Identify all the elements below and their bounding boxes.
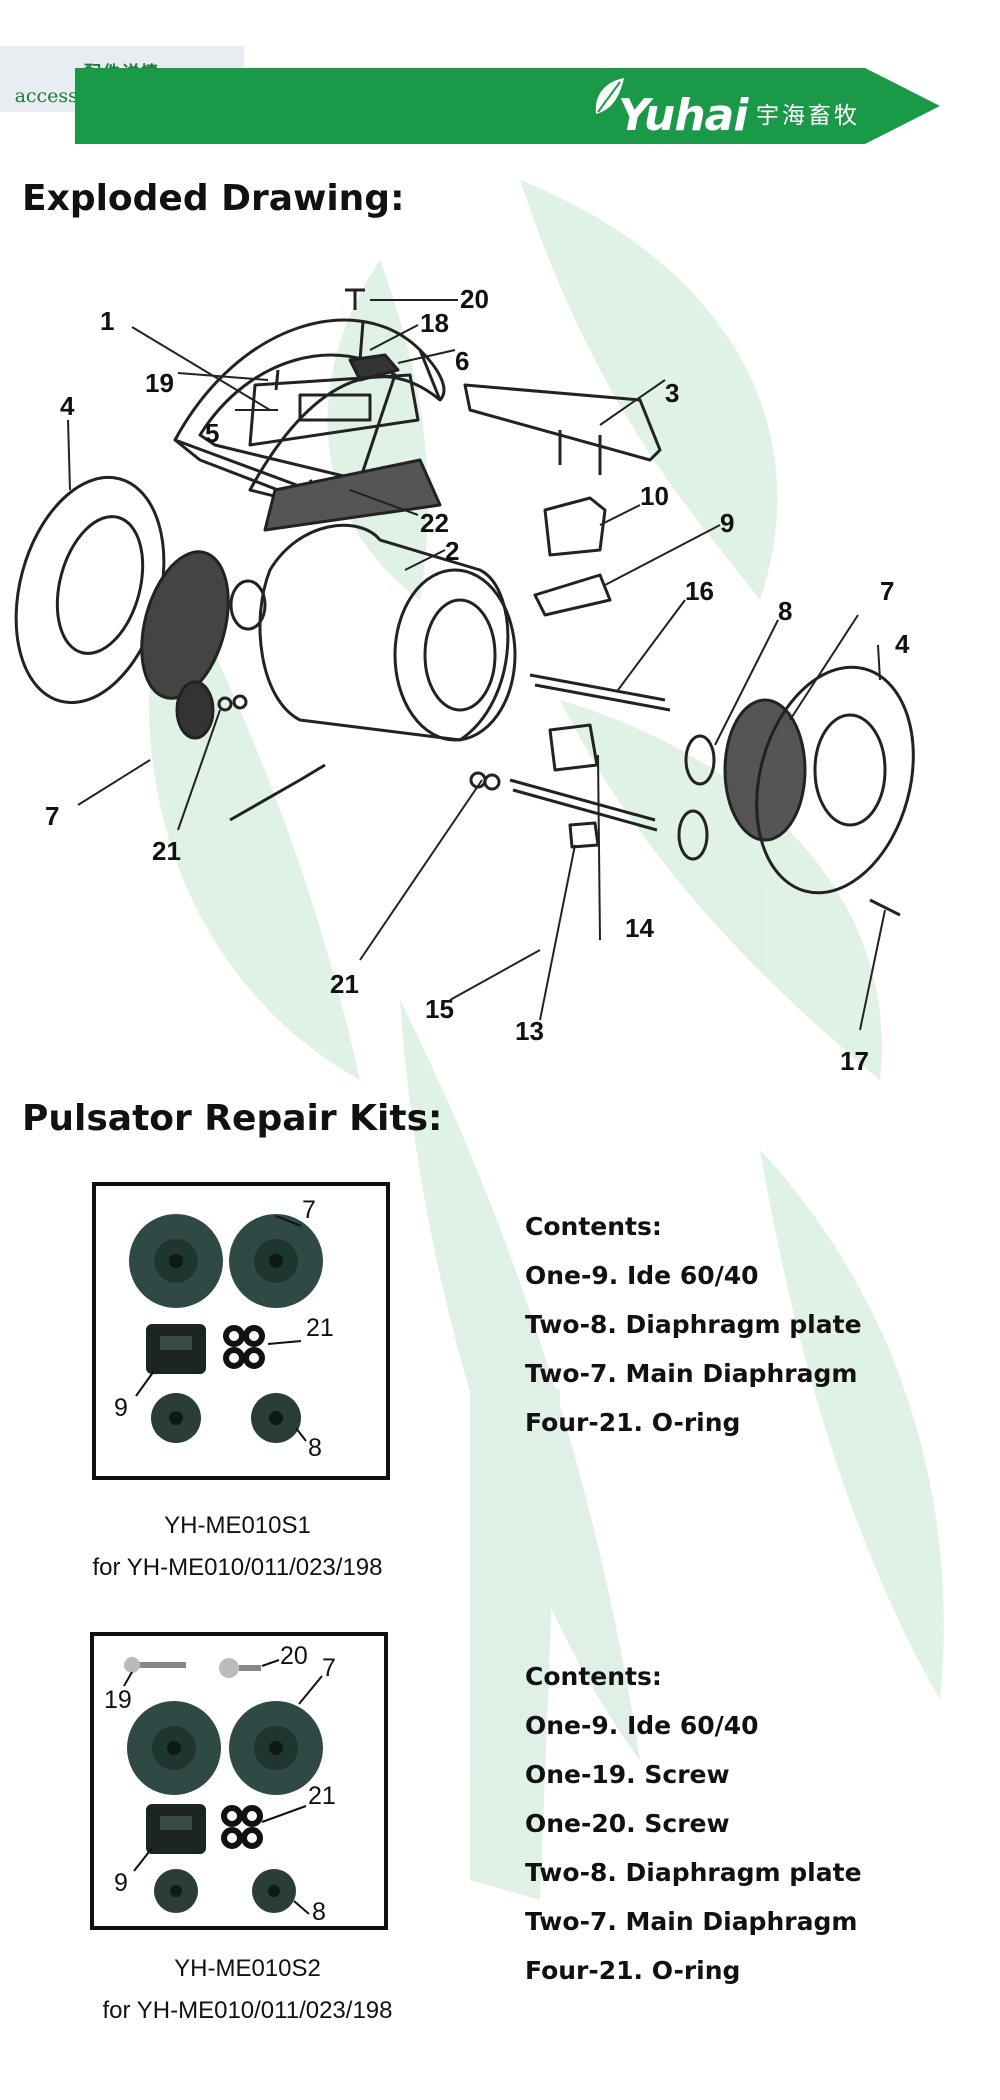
kit2-photo: 20 7 19 21 9 8 (90, 1632, 388, 1930)
kit2-callout-9: 9 (114, 1869, 128, 1897)
kit2-contents-item: Four-21. O-ring (525, 1956, 741, 1985)
kit1-contents-item: Four-21. O-ring (525, 1408, 741, 1437)
kit1-contents-item: Two-7. Main Diaphragm (525, 1359, 858, 1388)
kit2-contents: Contents: One-9. Ide 60/40 One-19. Screw… (525, 1652, 862, 1995)
kit2-model: YH-ME010S2 (174, 1955, 321, 1982)
kit1-callout-8: 8 (308, 1434, 322, 1462)
kit2-contents-item: One-19. Screw (525, 1760, 730, 1789)
callout-21-right: 21 (330, 969, 359, 999)
kit1-contents-title: Contents: (525, 1212, 662, 1241)
kit2-callout-8: 8 (312, 1898, 326, 1926)
kit1-callout-21: 21 (306, 1314, 334, 1342)
exploded-drawing: 1 20 18 6 19 3 4 5 22 10 9 2 7 16 8 7 4 … (14, 284, 915, 1076)
callout-9: 9 (720, 508, 734, 538)
callout-10: 10 (640, 481, 669, 511)
kit1-contents-item: Two-8. Diaphragm plate (525, 1310, 862, 1339)
kit2-callout-19: 19 (104, 1686, 132, 1714)
kit1-callout-7: 7 (302, 1196, 316, 1224)
callout-7-left: 7 (45, 801, 59, 831)
callout-13: 13 (515, 1016, 544, 1046)
callout-17: 17 (840, 1046, 869, 1076)
callout-20: 20 (460, 284, 489, 314)
kit1-caption: YH-ME010S1 for YH-ME010/011/023/198 (50, 1505, 425, 1589)
callout-16: 16 (685, 576, 714, 606)
callout-2: 2 (445, 536, 459, 566)
callout-4-left: 4 (60, 391, 75, 421)
callout-6: 6 (455, 346, 469, 376)
kit2-contents-title: Contents: (525, 1662, 662, 1691)
callout-4-right: 4 (895, 629, 910, 659)
callout-7-right: 7 (880, 576, 894, 606)
kit2-compat: for YH-ME010/011/023/198 (102, 1997, 393, 2024)
kit1-photo: 7 21 9 8 (92, 1182, 390, 1480)
callout-19: 19 (145, 368, 174, 398)
callout-3: 3 (665, 378, 679, 408)
brand-name: Yuhai (618, 90, 748, 141)
kit2-contents-item: One-9. Ide 60/40 (525, 1711, 759, 1740)
kit2-caption: YH-ME010S2 for YH-ME010/011/023/198 (60, 1948, 435, 2032)
callout-21-left: 21 (152, 836, 181, 866)
callout-8: 8 (778, 596, 792, 626)
callout-14: 14 (625, 913, 654, 943)
kit1-contents-item: One-9. Ide 60/40 (525, 1261, 759, 1290)
kit2-callout-20: 20 (280, 1642, 308, 1670)
kit1-compat: for YH-ME010/011/023/198 (92, 1554, 383, 1581)
callout-18: 18 (420, 308, 449, 338)
kit2-contents-item: One-20. Screw (525, 1809, 730, 1838)
kit1-callout-9: 9 (114, 1394, 128, 1422)
kit1-contents: Contents: One-9. Ide 60/40 Two-8. Diaphr… (525, 1202, 862, 1447)
brand-chinese-name: 宇海畜牧 (756, 103, 860, 129)
callout-22: 22 (420, 508, 449, 538)
callout-5: 5 (205, 418, 219, 448)
repair-kits-title: Pulsator Repair Kits: (22, 1098, 443, 1139)
kit2-callout-7: 7 (322, 1654, 336, 1682)
kit2-callout-21: 21 (308, 1782, 336, 1810)
leaf-logo-icon (595, 78, 624, 114)
kit2-contents-item: Two-7. Main Diaphragm (525, 1907, 858, 1936)
brand-banner (75, 68, 940, 144)
callout-15: 15 (425, 994, 454, 1024)
callout-1: 1 (100, 306, 114, 336)
kit2-contents-item: Two-8. Diaphragm plate (525, 1858, 862, 1887)
kit1-model: YH-ME010S1 (164, 1512, 311, 1539)
exploded-drawing-title: Exploded Drawing: (22, 178, 405, 219)
